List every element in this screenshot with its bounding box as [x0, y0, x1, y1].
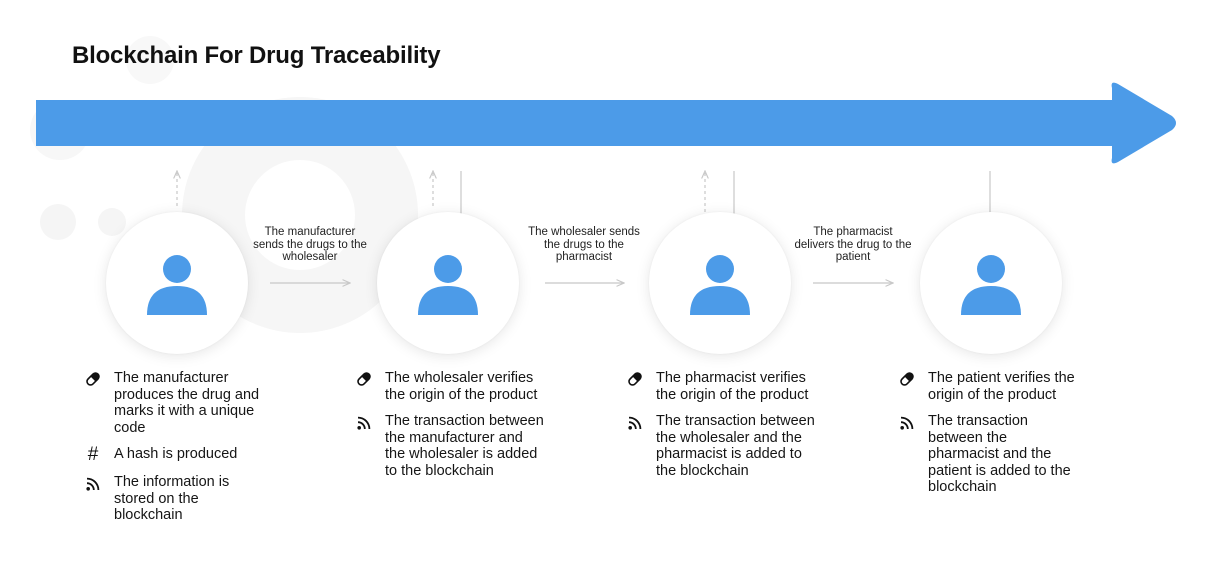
person-icon — [147, 255, 207, 315]
list-item: The manufacturer produces the drug and m… — [84, 370, 264, 436]
feed-icon — [626, 413, 644, 431]
hash-icon: # — [87, 444, 99, 465]
person-icon — [690, 255, 750, 315]
feed-icon — [355, 413, 373, 431]
step-text: A hash is produced — [114, 446, 238, 462]
feed-icon — [84, 474, 102, 492]
step-text: The patient verifies the origin of the p… — [928, 370, 1075, 403]
person-icon — [418, 255, 478, 315]
pharmacist-steps: The pharmacist verifies the origin of th… — [626, 370, 816, 489]
handoff-label: The pharmacist delivers the drug to the … — [794, 226, 912, 263]
wholesaler-steps: The wholesaler verifies the origin of th… — [355, 370, 545, 489]
handoff-label: The manufacturer sends the drugs to the … — [253, 226, 367, 263]
pill-icon — [355, 370, 373, 388]
list-item: # A hash is produced — [84, 444, 264, 465]
list-item: The wholesaler verifies the origin of th… — [355, 370, 545, 403]
manufacturer-steps: The manufacturer produces the drug and m… — [84, 370, 264, 534]
list-item: The information is stored on the blockch… — [84, 474, 264, 524]
step-text: The manufacturer produces the drug and m… — [114, 370, 260, 436]
step-text: The transaction between the pharmacist a… — [928, 413, 1071, 495]
person-icon — [961, 255, 1021, 315]
step-text: The information is stored on the blockch… — [114, 474, 230, 523]
timeline-arrow — [36, 82, 1176, 164]
pharmacist-circle — [649, 212, 791, 354]
step-text: The pharmacist verifies the origin of th… — [656, 370, 809, 403]
list-item: The transaction between the wholesaler a… — [626, 413, 816, 479]
patient-steps: The patient verifies the origin of the p… — [898, 370, 1078, 506]
list-item: The transaction between the manufacturer… — [355, 413, 545, 479]
step-text: The transaction between the manufacturer… — [385, 413, 544, 479]
step-text: The wholesaler verifies the origin of th… — [385, 370, 538, 403]
feed-icon — [898, 413, 916, 431]
pill-icon — [84, 370, 102, 388]
manufacturer-circle — [106, 212, 248, 354]
step-text: The transaction between the wholesaler a… — [656, 413, 815, 479]
handoff-label: The wholesaler sends the drugs to the ph… — [528, 226, 640, 263]
page-title: Blockchain For Drug Traceability — [72, 42, 441, 69]
list-item: The pharmacist verifies the origin of th… — [626, 370, 816, 403]
wholesaler-circle — [377, 212, 519, 354]
pill-icon — [898, 370, 916, 388]
patient-circle — [920, 212, 1062, 354]
list-item: The transaction between the pharmacist a… — [898, 413, 1078, 496]
pill-icon — [626, 370, 644, 388]
list-item: The patient verifies the origin of the p… — [898, 370, 1078, 403]
